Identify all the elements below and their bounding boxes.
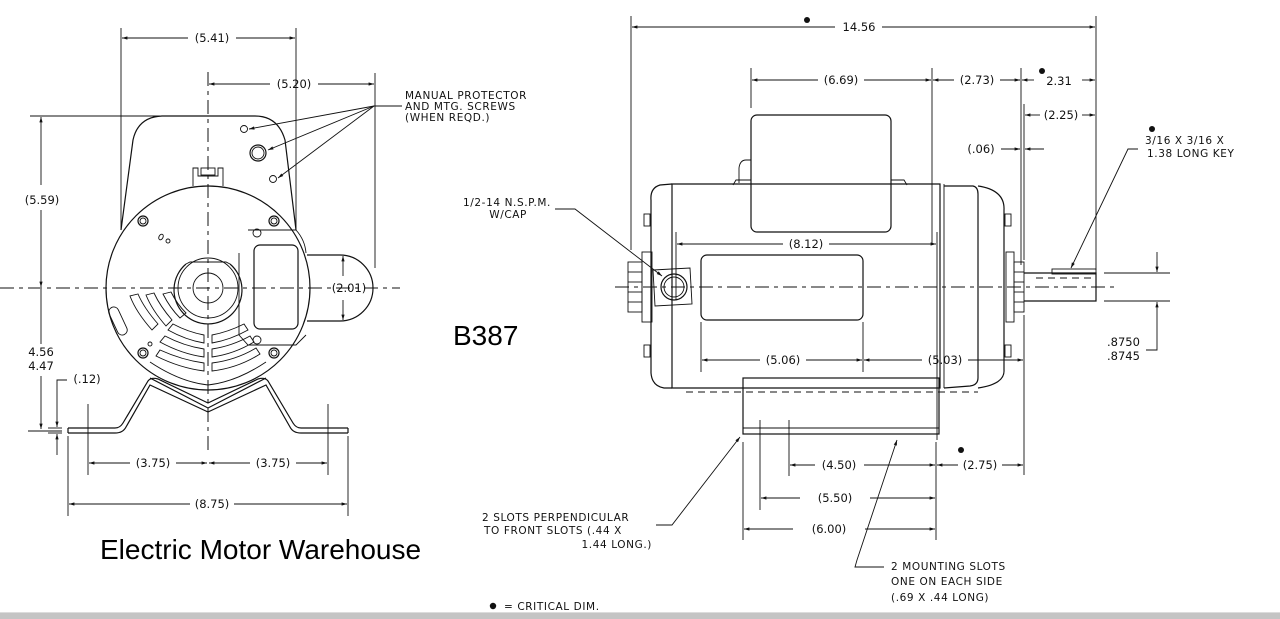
dim-front-section: (5.03) (928, 353, 963, 367)
dim-base-width: (8.75) (195, 497, 230, 511)
svg-text:= CRITICAL DIM.: = CRITICAL DIM. (504, 601, 600, 613)
dim-face-gap: (.06) (967, 142, 994, 156)
hub (173, 263, 243, 325)
capacitor (750, 114, 892, 233)
dim-cap-to-face: (2.73) (960, 73, 995, 87)
svg-text:2 MOUNTING SLOTS: 2 MOUNTING SLOTS (891, 561, 1006, 573)
svg-text:ONE ON EACH SIDE: ONE ON EACH SIDE (891, 576, 1003, 588)
svg-text:1/2-14 N.S.P.M.: 1/2-14 N.S.P.M. (463, 197, 551, 209)
shaft-key (1051, 268, 1097, 275)
note-manual-protector: MANUAL PROTECTOR AND MTG. SCREWS (WHEN R… (405, 90, 527, 124)
dim-overall-length: 14.56 (843, 20, 876, 34)
svg-text:AND MTG. SCREWS: AND MTG. SCREWS (405, 101, 516, 113)
dim-foot-thickness: (.12) (73, 372, 100, 386)
dim-capacitor-length: (6.69) (824, 73, 859, 87)
dim-hole-right: (3.75) (256, 456, 291, 470)
dim-shaft-height-min: 4.47 (28, 359, 54, 373)
mounting-base-side (742, 377, 940, 435)
dim-shaft-dia-max: .8750 (1107, 335, 1140, 349)
motor-frame (671, 183, 941, 389)
svg-text:1.44 LONG.): 1.44 LONG.) (582, 539, 652, 551)
dim-box-height: (2.01) (332, 281, 367, 295)
critical-dim-marker (804, 17, 810, 23)
svg-text:(.69 X .44 LONG): (.69 X .44 LONG) (891, 592, 989, 604)
svg-text:W/CAP: W/CAP (489, 209, 527, 221)
bolt-holes (137, 215, 280, 359)
dim-front-offset: (2.75) (963, 458, 998, 472)
svg-text:3/16 X 3/16 X: 3/16 X 3/16 X (1145, 135, 1224, 147)
critical-dim-marker (1039, 68, 1045, 74)
dim-overall-width: (5.41) (195, 31, 230, 45)
front-end-bell (943, 185, 979, 389)
critical-dim-legend: = CRITICAL DIM. (489, 601, 600, 613)
conduit-plug (660, 273, 688, 301)
screw-icon (269, 175, 277, 183)
nameplate (700, 254, 864, 321)
svg-text:(WHEN REQD.): (WHEN REQD.) (405, 112, 490, 124)
critical-dim-marker (958, 447, 964, 453)
note-perpendicular-slots: 2 SLOTS PERPENDICULAR TO FRONT SLOTS (.4… (482, 512, 652, 551)
svg-text:MANUAL PROTECTOR: MANUAL PROTECTOR (405, 90, 527, 102)
dim-rear-section: (5.06) (766, 353, 801, 367)
dim-slot-6-00: (6.00) (812, 522, 847, 536)
model-number: B387 (453, 320, 518, 351)
capacitor-housing-outline (120, 115, 297, 231)
dim-slot-4-50: (4.50) (822, 458, 857, 472)
dim-shaft-dia-min: .8745 (1107, 349, 1140, 363)
vent-slots (108, 291, 267, 386)
conduit-box (253, 244, 299, 330)
dim-slot-5-50: (5.50) (818, 491, 853, 505)
end-view: (5.41) (5.20) (5.59) (2.01) 4.56 4.47 (.… (0, 28, 527, 516)
critical-dim-marker (1149, 126, 1155, 132)
dim-hole-left: (3.75) (136, 456, 171, 470)
dim-shaft-usable: (2.25) (1044, 108, 1079, 122)
page-title: Electric Motor Warehouse (100, 534, 421, 565)
screw-icon (240, 125, 248, 133)
critical-dim-icon (489, 602, 497, 610)
svg-text:TO FRONT SLOTS (.44 X: TO FRONT SLOTS (.44 X (483, 525, 622, 537)
dim-shaft-height-max: 4.56 (28, 345, 54, 359)
manual-protector-icon (249, 144, 267, 162)
note-conduit: 1/2-14 N.S.P.M. W/CAP (463, 197, 551, 221)
mounting-base (68, 377, 348, 429)
dim-body-length: (8.12) (789, 237, 824, 251)
dim-height-top: (5.59) (25, 193, 60, 207)
note-key: 3/16 X 3/16 X 1.38 LONG KEY (1145, 135, 1235, 160)
bottom-scroll-bar (0, 612, 1280, 619)
dim-box-offset: (5.20) (277, 77, 312, 91)
svg-text:1.38 LONG KEY: 1.38 LONG KEY (1147, 148, 1235, 160)
note-mounting-slots: 2 MOUNTING SLOTS ONE ON EACH SIDE (.69 X… (891, 561, 1006, 604)
svg-text:2 SLOTS PERPENDICULAR: 2 SLOTS PERPENDICULAR (482, 512, 629, 524)
dim-shaft-ext: 2.31 (1046, 74, 1072, 88)
side-view: 14.56 (6.69) (2.73) 2.31 (2.25) (.06) (8… (463, 16, 1235, 604)
